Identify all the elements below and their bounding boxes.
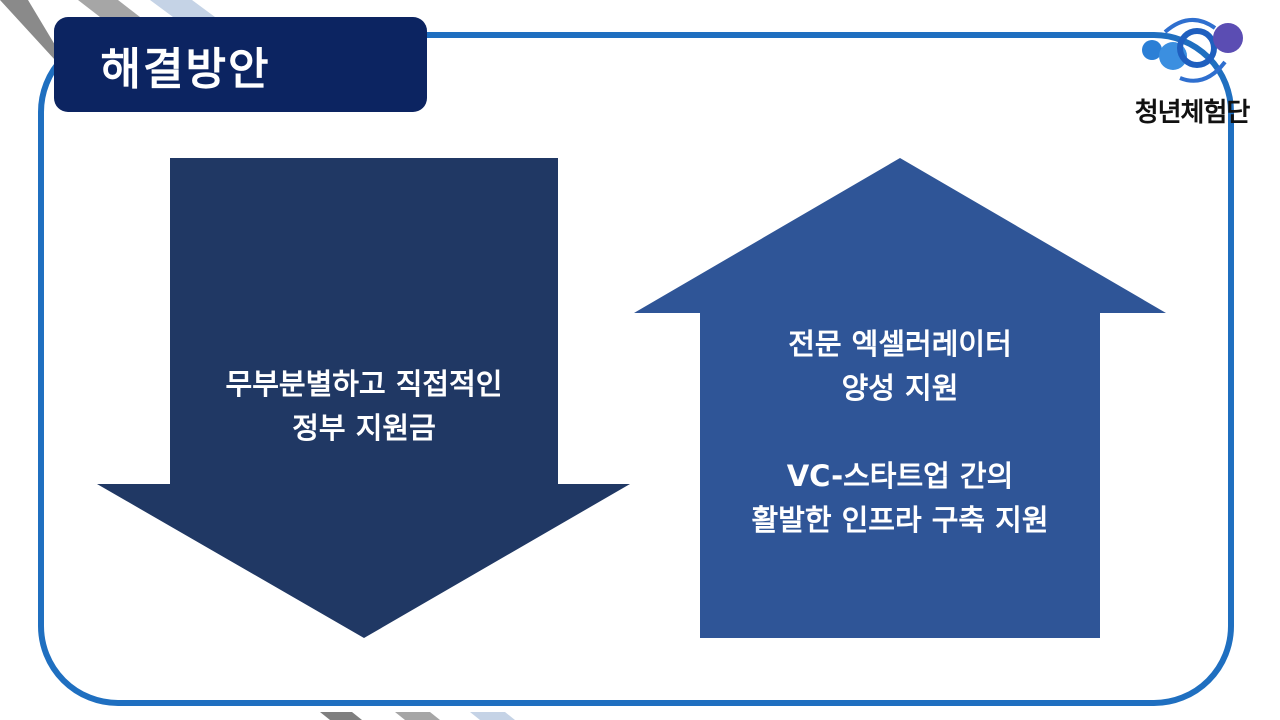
down-arrow [97, 158, 630, 638]
stripe-1 [0, 0, 55, 60]
page-title: 해결방안 [100, 43, 271, 95]
problem-line-1: 무부분별하고 직접적인 [225, 367, 503, 401]
solution-spacer [700, 410, 1100, 454]
up-arrow [634, 158, 1166, 638]
problem-text: 무부분별하고 직접적인 정부 지원금 [170, 362, 558, 450]
stripe-4 [320, 712, 362, 720]
solution-line-4: 활발한 인프라 구축 지원 [751, 503, 1049, 537]
stripe-2 [78, 0, 140, 17]
solution-line-3: VC-스타트업 간의 [786, 459, 1014, 493]
solution-text: 전문 엑셀러레이터 양성 지원 VC-스타트업 간의 활발한 인프라 구축 지원 [700, 322, 1100, 542]
stripe-6 [470, 712, 515, 720]
title-box: 해결방안 [54, 17, 427, 112]
logo-name: 청년체험단 [1134, 98, 1251, 128]
solution-line-2: 양성 지원 [841, 371, 959, 405]
solution-line-1: 전문 엑셀러레이터 [788, 327, 1012, 361]
stripe-3 [150, 0, 215, 17]
problem-line-2: 정부 지원금 [292, 411, 436, 445]
stripe-5 [395, 712, 440, 720]
